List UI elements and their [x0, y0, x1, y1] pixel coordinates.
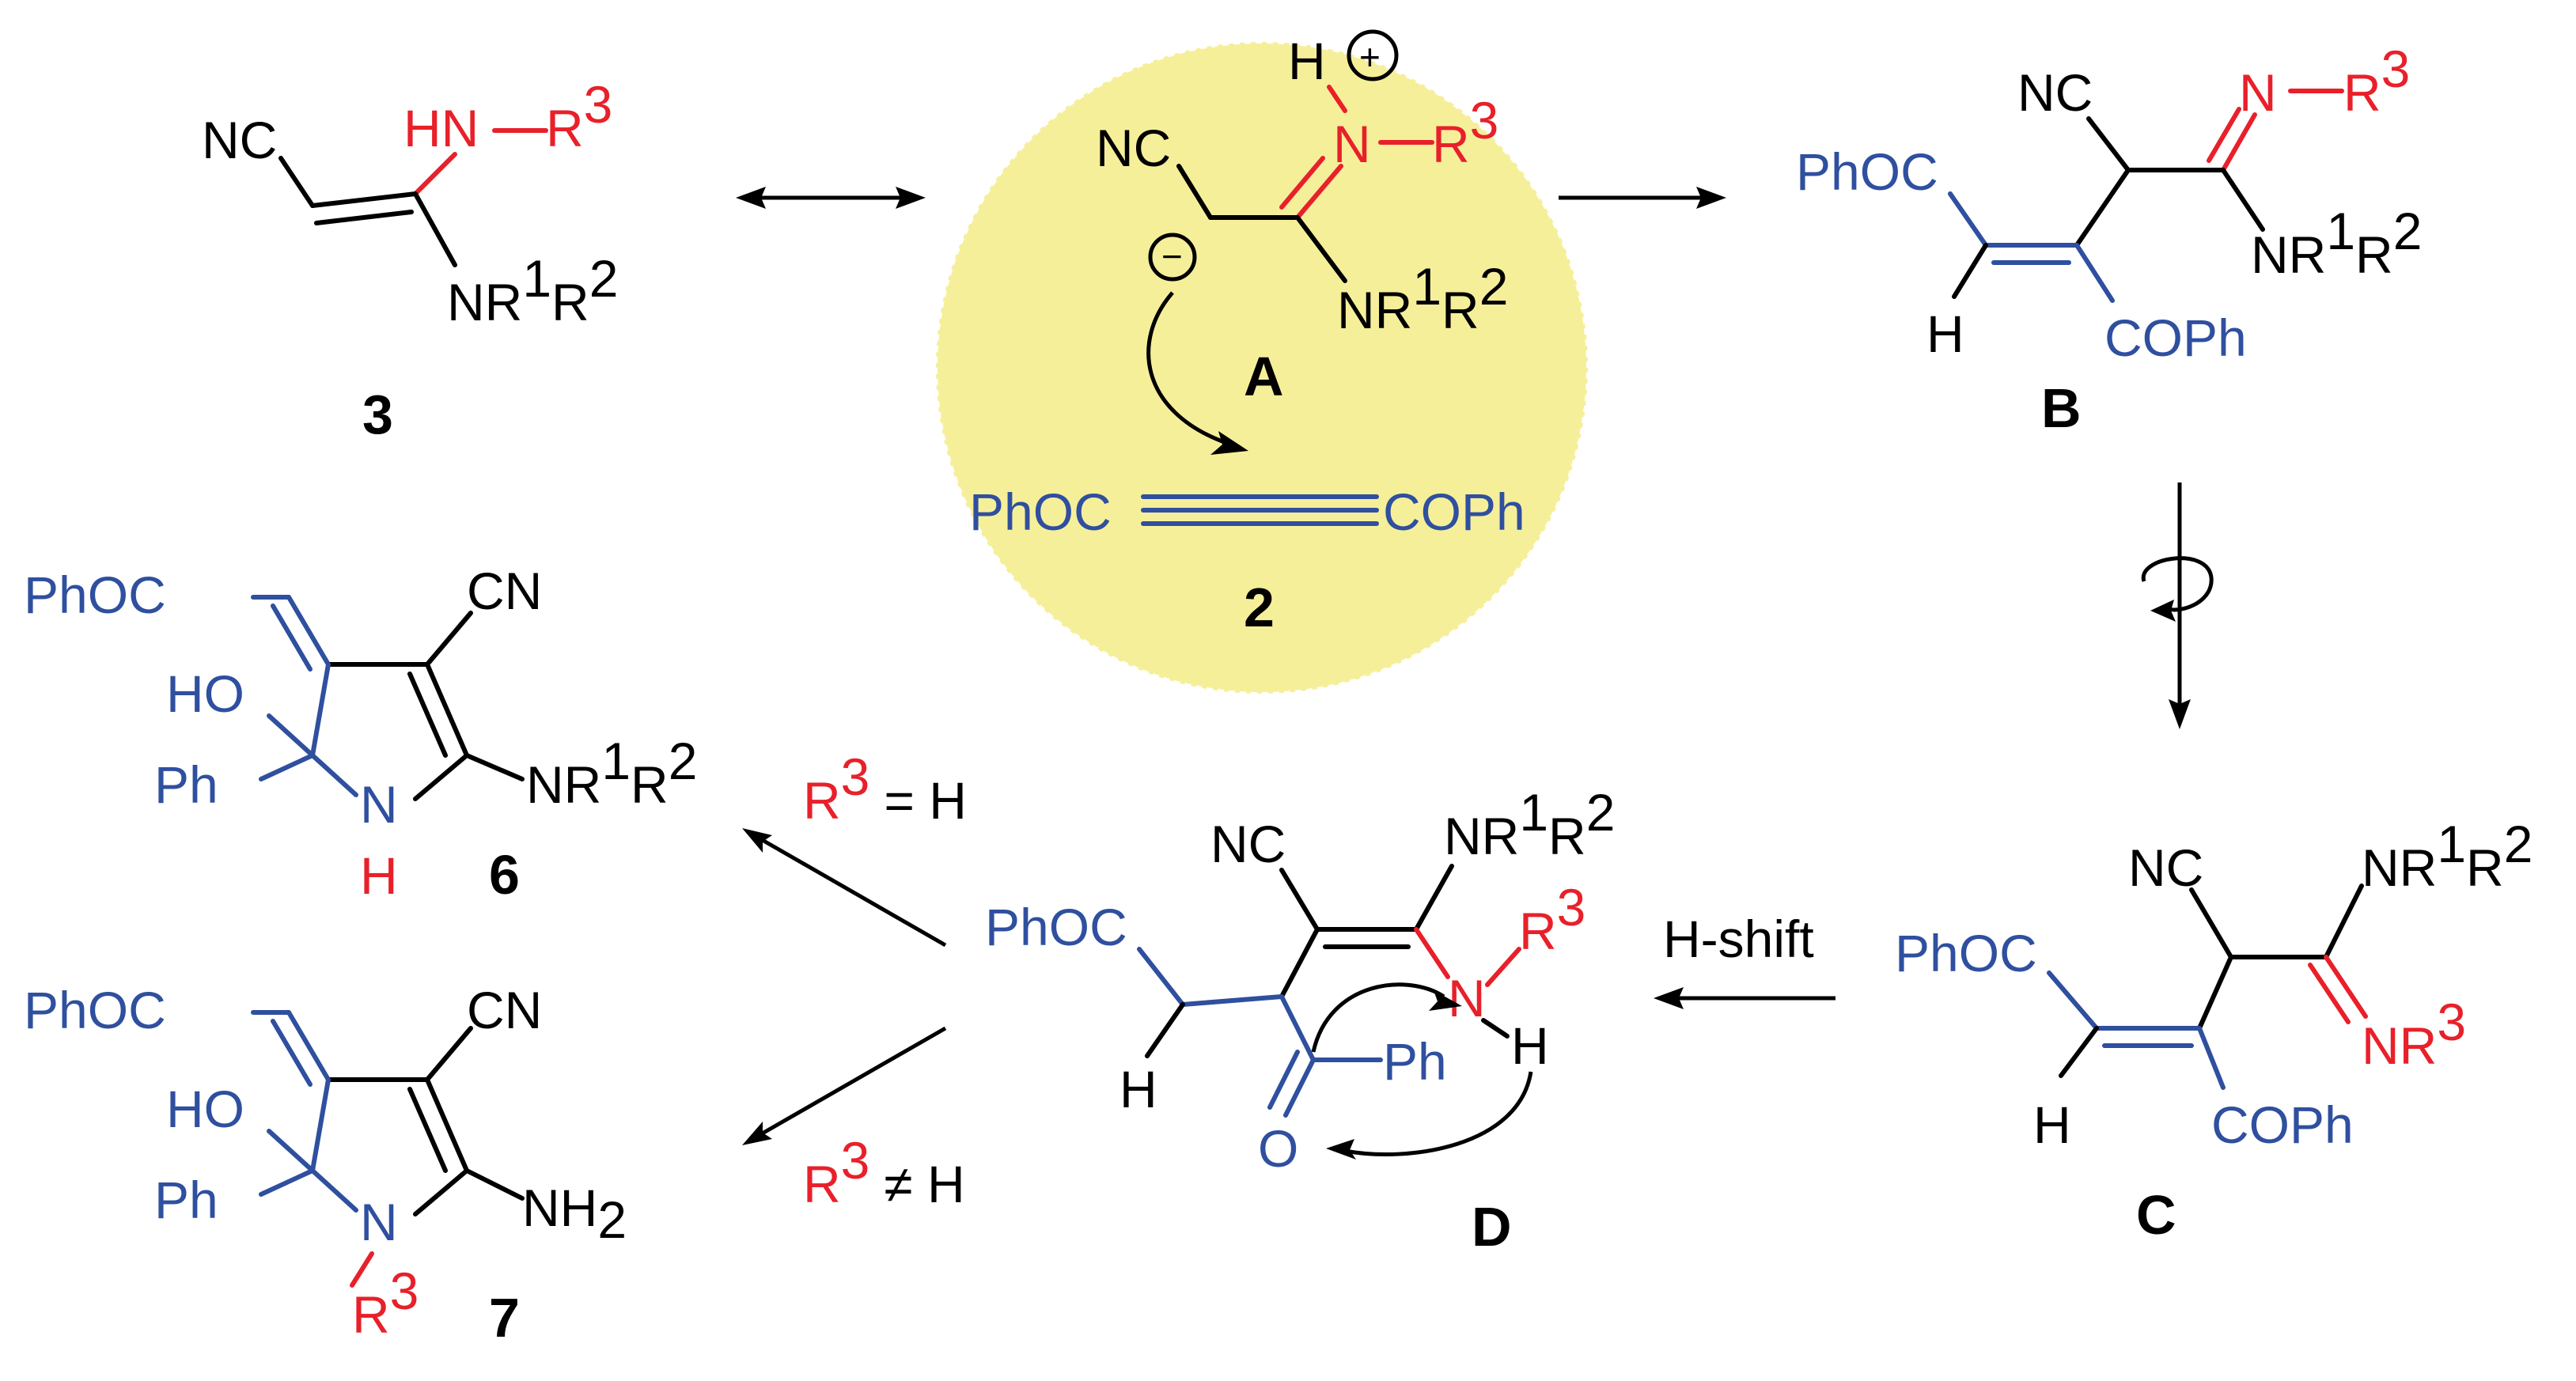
product-7-cn: CN	[467, 981, 542, 1039]
intermediate-c: NC NR1R2 NR3 PhOC H COPh C	[1895, 815, 2532, 1246]
intermediate-b-r3: R3	[2343, 40, 2410, 122]
compound-3-hn: HN	[403, 99, 479, 157]
intermediate-a-nc: NC	[1096, 119, 1171, 177]
product-7: PhOC CN NH2 N HO Ph R3 7	[24, 981, 627, 1349]
arrow-c-to-d: H-shift	[1654, 910, 1835, 1009]
intermediate-d-phoc: PhOC	[985, 898, 1127, 956]
arrow-d-to-6	[742, 828, 947, 948]
intermediate-d-nh: H	[1511, 1016, 1549, 1075]
intermediate-a-nr1r2: NR1R2	[1337, 257, 1508, 339]
intermediate-d-ph: Ph	[1383, 1032, 1447, 1091]
product-6: PhOC CN NR1R2 N H HO Ph 6	[24, 562, 697, 906]
intermediate-c-nr1r2: NR1R2	[2362, 815, 2532, 897]
compound-2: PhOC COPh 2	[969, 482, 1525, 638]
intermediate-d-r3: R3	[1519, 878, 1585, 960]
product-6-n: N	[360, 775, 398, 834]
intermediate-c-phoc: PhOC	[1895, 924, 2037, 982]
intermediate-a: H + N R3 NC NR1R2 − A	[1096, 29, 1508, 455]
intermediate-b: NC N R3 NR1R2 PhOC H COPh B	[1796, 40, 2422, 439]
resonance-arrow	[736, 187, 926, 209]
arrow-d-to-7	[742, 1026, 947, 1145]
compound-3-nr1r2: NR1R2	[447, 249, 618, 331]
intermediate-a-r3: R3	[1432, 91, 1498, 173]
intermediate-b-coph: COPh	[2104, 308, 2247, 367]
intermediate-b-h: H	[1926, 305, 1964, 363]
intermediate-d-nr1r2: NR1R2	[1444, 783, 1615, 865]
intermediate-b-n: N	[2239, 63, 2277, 122]
intermediate-d-h: H	[1119, 1060, 1157, 1118]
product-7-ph: Ph	[154, 1171, 218, 1229]
product-6-nh: H	[360, 846, 398, 905]
intermediate-d-o: O	[1258, 1119, 1298, 1178]
product-7-r3: R3	[352, 1262, 419, 1344]
bond-rotation-icon	[2141, 556, 2214, 612]
intermediate-a-negative-charge	[1148, 233, 1197, 282]
compound-3-nc: NC	[202, 111, 277, 169]
product-6-ho: HO	[166, 664, 244, 723]
product-6-cn: CN	[467, 562, 542, 620]
intermediate-a-h: H	[1288, 32, 1326, 90]
product-7-label: 7	[489, 1287, 520, 1349]
product-6-ph: Ph	[154, 755, 218, 814]
product-6-phoc: PhOC	[24, 566, 166, 624]
intermediate-b-phoc: PhOC	[1796, 142, 1938, 201]
intermediate-b-label: B	[2041, 377, 2082, 439]
intermediate-b-nc: NC	[2017, 63, 2093, 122]
intermediate-b-nr1r2: NR1R2	[2251, 202, 2422, 284]
product-7-phoc: PhOC	[24, 981, 166, 1039]
intermediate-a-highlight	[936, 42, 1588, 694]
intermediate-d: NC NR1R2 N R3 H PhOC H Ph O D	[985, 783, 1615, 1258]
intermediate-d-nc: NC	[1210, 815, 1286, 873]
product-6-label: 6	[489, 844, 520, 906]
intermediate-c-coph: COPh	[2211, 1095, 2354, 1154]
compound-2-label: 2	[1244, 577, 1275, 638]
product-7-ho: HO	[166, 1080, 244, 1138]
intermediate-c-nr3: NR3	[2362, 993, 2466, 1075]
intermediate-c-h: H	[2033, 1095, 2071, 1154]
svg-text:−: −	[1161, 236, 1183, 277]
intermediate-a-plus: +	[1359, 36, 1381, 78]
product-6-nr1r2: NR1R2	[526, 732, 697, 814]
compound-3: NC HN R3 NR1R2 3	[202, 75, 618, 445]
arrow-a-to-b	[1559, 187, 1726, 209]
h-shift-label: H-shift	[1663, 910, 1814, 968]
compound-3-r3: R3	[546, 75, 612, 157]
product-7-nh2: NH2	[522, 1179, 627, 1249]
arrow-b-to-c	[2141, 482, 2214, 729]
compound-2-right: COPh	[1383, 482, 1525, 541]
condition-r3-not-equal-h: R3≠ H	[803, 1131, 965, 1213]
product-7-n: N	[360, 1193, 398, 1251]
intermediate-c-nc: NC	[2128, 838, 2203, 897]
intermediate-a-label: A	[1244, 346, 1284, 407]
intermediate-a-n: N	[1333, 115, 1371, 173]
intermediate-c-label: C	[2136, 1184, 2176, 1246]
intermediate-d-n: N	[1448, 969, 1486, 1027]
condition-r3-equals-h: R3= H	[803, 747, 967, 830]
compound-3-label: 3	[362, 384, 393, 445]
intermediate-d-label: D	[1472, 1196, 1512, 1258]
compound-2-left: PhOC	[969, 482, 1112, 541]
